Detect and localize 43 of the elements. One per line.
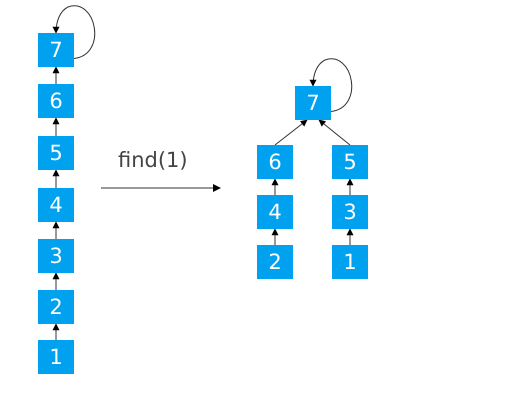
arrow (318, 120, 350, 146)
node-number: 3 (343, 202, 357, 222)
node-box (257, 245, 293, 279)
arrow (346, 178, 354, 196)
arrow (346, 228, 354, 246)
node-number: 1 (49, 346, 63, 368)
node-number: 5 (49, 142, 63, 164)
node-box (38, 33, 74, 67)
node-number: 6 (49, 90, 63, 112)
node-number: 4 (49, 194, 63, 216)
node-number: 4 (268, 202, 282, 222)
node-box (38, 239, 74, 273)
node-number: 3 (49, 246, 63, 266)
node-number: 2 (268, 252, 282, 272)
node-box (332, 195, 368, 229)
node-number: 7 (49, 40, 63, 60)
arrow (52, 117, 60, 136)
node-box (38, 290, 74, 324)
arrow (52, 272, 60, 290)
arrow (52, 66, 60, 84)
arrow (310, 58, 352, 112)
node-number: 7 (306, 92, 320, 114)
node-box (257, 145, 293, 179)
arrow (274, 120, 308, 146)
arrow (52, 323, 60, 340)
node-number: 1 (343, 252, 357, 272)
node-box (38, 136, 74, 170)
node-box (257, 195, 293, 229)
node-box (332, 245, 368, 279)
arrow (52, 221, 60, 240)
node-box (38, 188, 74, 222)
operation-label: find(1) (118, 148, 188, 172)
arrow (272, 178, 278, 196)
node-number: 2 (49, 296, 63, 318)
node-number: 5 (343, 152, 357, 172)
node-box (38, 84, 74, 118)
node-number: 6 (268, 152, 282, 172)
arrow (272, 228, 278, 246)
node-box (38, 340, 74, 374)
node-box (332, 145, 368, 179)
node-box (295, 86, 331, 120)
arrow (52, 169, 60, 188)
arrow (52, 5, 96, 59)
